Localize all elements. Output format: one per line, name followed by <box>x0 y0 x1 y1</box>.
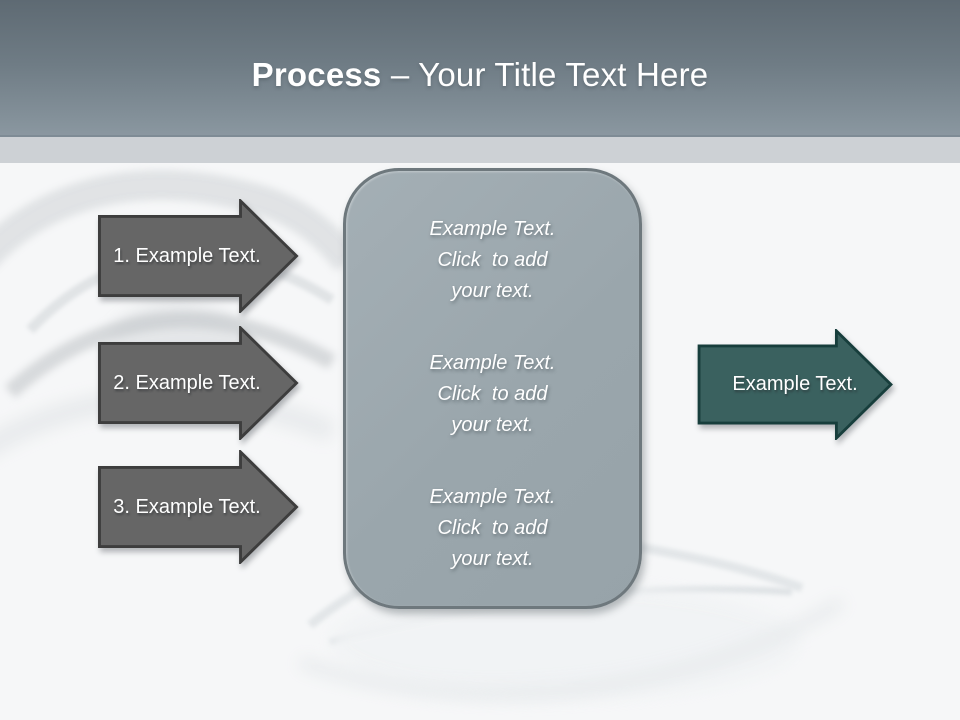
slide-title-keyword: Process <box>251 55 382 93</box>
text-placeholder-group-1[interactable]: Example Text. Click to add your text. <box>346 214 639 307</box>
result-arrow[interactable]: Example Text. <box>695 329 895 440</box>
lower-lip-shadow-decoration <box>297 596 846 700</box>
center-text-panel[interactable]: Example Text. Click to add your text. Ex… <box>343 168 642 609</box>
arrow-polygon <box>98 199 299 313</box>
arrow-polygon <box>98 326 299 440</box>
placeholder-line: your text. <box>451 414 534 436</box>
placeholder-line: Click to add <box>437 517 548 539</box>
slide-header: Process – Your Title Text Here <box>0 0 960 137</box>
placeholder-line: your text. <box>451 548 534 570</box>
header-accent-band <box>0 137 960 163</box>
process-step-arrow-2[interactable]: 2. Example Text. <box>96 326 300 440</box>
arrow-polygon <box>697 329 893 440</box>
placeholder-line: Example Text. <box>429 218 556 240</box>
placeholder-line: your text. <box>451 280 534 302</box>
text-placeholder-group-2[interactable]: Example Text. Click to add your text. <box>346 348 639 441</box>
arrow-polygon <box>98 450 299 564</box>
slide-title-rest: – Your Title Text Here <box>390 55 709 93</box>
eyebrow-decoration <box>0 170 360 272</box>
arrow-shape <box>98 326 299 440</box>
process-step-arrow-1[interactable]: 1. Example Text. <box>96 199 300 313</box>
arrow-shape <box>98 199 299 313</box>
arrow-shape <box>697 329 893 440</box>
placeholder-line: Example Text. <box>429 352 556 374</box>
placeholder-line: Example Text. <box>429 486 556 508</box>
placeholder-line: Click to add <box>437 249 548 271</box>
process-step-arrow-3[interactable]: 3. Example Text. <box>96 450 300 564</box>
slide-title: Process – Your Title Text Here <box>252 56 709 94</box>
placeholder-line: Click to add <box>437 383 548 405</box>
arrow-shape <box>98 450 299 564</box>
text-placeholder-group-3[interactable]: Example Text. Click to add your text. <box>346 482 639 575</box>
